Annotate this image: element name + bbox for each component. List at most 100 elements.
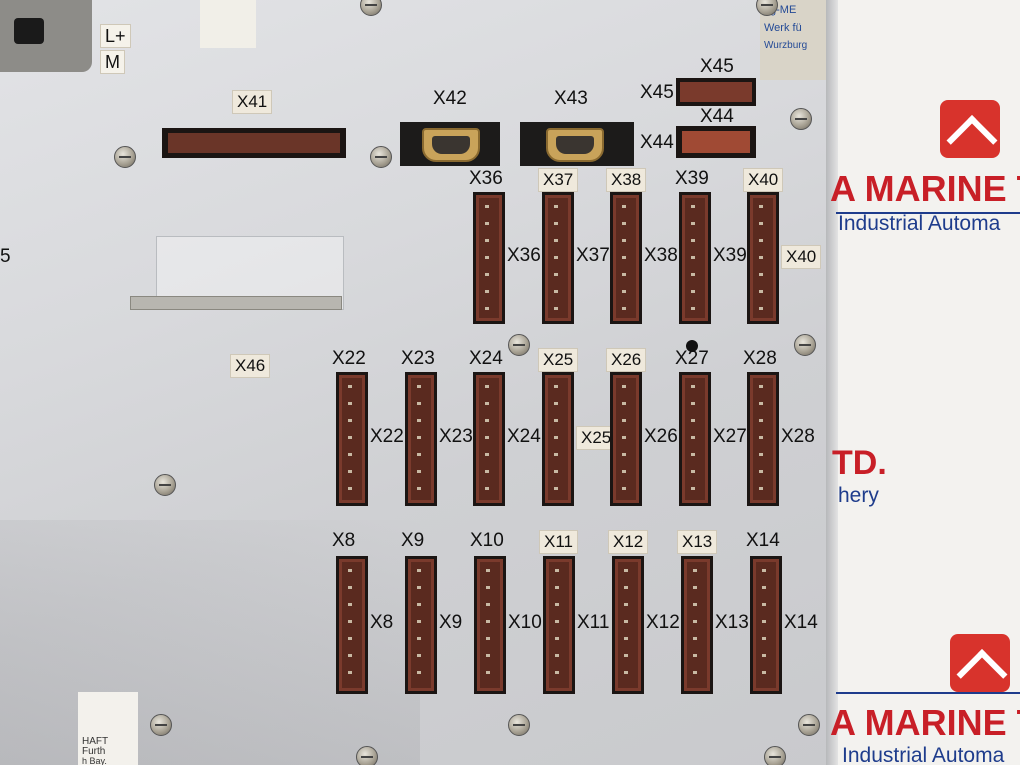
white-sticker [200, 0, 256, 48]
label-x38-side: X38 [644, 245, 678, 266]
watermark-rule-1 [836, 212, 1020, 214]
label-x37-top: X37 [538, 168, 579, 192]
label-x23-top: X23 [401, 348, 435, 369]
tag-line-2: Furth [82, 746, 106, 757]
connector-x41 [162, 128, 346, 158]
label-x28-side: X28 [781, 426, 815, 447]
screw [360, 0, 382, 16]
connector-x13 [681, 556, 713, 694]
watermark-logo-icon [940, 100, 1000, 158]
sticker-line-2: Werk fü [764, 22, 802, 34]
label-x45-top: X45 [700, 56, 734, 77]
label-x42: X42 [433, 88, 467, 109]
watermark-brand-3: A MARINE TEC [830, 702, 1020, 743]
watermark-sub-1: Industrial Automa [838, 212, 1001, 235]
label-x22-side: X22 [370, 426, 404, 447]
connector-x14 [750, 556, 782, 694]
label-sticker: g-ME Werk fü Wurzburg [760, 0, 826, 80]
connector-x27 [679, 372, 711, 506]
screw [356, 746, 378, 765]
tag-line-3: h Bay. [82, 756, 107, 765]
label-x46: X46 [230, 354, 271, 378]
dsub-x42 [400, 122, 500, 166]
label-x14-top: X14 [746, 530, 780, 551]
connector-x38 [610, 192, 642, 324]
connector-x25 [542, 372, 574, 506]
watermark-sub-3: Industrial Automa [842, 744, 1005, 765]
edge-digit: 5 [0, 246, 11, 267]
label-x10-top: X10 [470, 530, 504, 551]
connector-x36 [473, 192, 505, 324]
label-x13-side: X13 [715, 612, 749, 633]
connector-x45 [676, 78, 756, 106]
screw [764, 746, 786, 765]
label-x14-side: X14 [784, 612, 818, 633]
connector-x11 [543, 556, 575, 694]
label-x8-top: X8 [332, 530, 356, 551]
label-x9-top: X9 [401, 530, 425, 551]
label-x13-top: X13 [677, 530, 718, 554]
connector-x10 [474, 556, 506, 694]
screw [794, 334, 816, 356]
connector-x12 [612, 556, 644, 694]
connector-x24 [473, 372, 505, 506]
label-x27-side: X27 [713, 426, 747, 447]
connector-x22 [336, 372, 368, 506]
label-x25-side: X25 [576, 426, 617, 450]
connector-x9 [405, 556, 437, 694]
label-x8-side: X8 [370, 612, 394, 633]
label-x36-top: X36 [469, 168, 503, 189]
label-lplus: L+ [100, 24, 131, 48]
label-x25-top: X25 [538, 348, 579, 372]
screw [508, 334, 530, 356]
screw [154, 474, 176, 496]
label-x10-side: X10 [508, 612, 542, 633]
label-x40-side: X40 [781, 245, 822, 269]
label-x45-left: X45 [640, 82, 674, 103]
label-x38-top: X38 [606, 168, 647, 192]
label-x44-top: X44 [700, 106, 734, 127]
watermark-rule-3 [836, 692, 1020, 694]
screw [798, 714, 820, 736]
label-x41: X41 [232, 90, 273, 114]
label-x23-side: X23 [439, 426, 473, 447]
label-x11-side: X11 [577, 612, 610, 633]
sticker-line-3: Wurzburg [764, 40, 808, 51]
watermark-brand-2: TD. [832, 444, 887, 482]
screw [756, 0, 778, 16]
label-x40-top: X40 [743, 168, 784, 192]
bottom-tag: HAFT Furth h Bay. [78, 692, 138, 765]
connector-x37 [542, 192, 574, 324]
label-x39-side: X39 [713, 245, 747, 266]
tag-line-1: HAFT [82, 736, 109, 747]
label-x9-side: X9 [439, 612, 463, 633]
connector-x39 [679, 192, 711, 324]
dsub-x43 [520, 122, 634, 166]
watermark-logo-icon-2 [950, 634, 1010, 692]
connector-x28 [747, 372, 779, 506]
label-x44-left: X44 [640, 132, 674, 153]
label-x24-side: X24 [507, 426, 541, 447]
watermark-brand-1: A MARINE TEC [830, 168, 1020, 209]
power-connector [0, 0, 92, 72]
screw [114, 146, 136, 168]
connector-x40 [747, 192, 779, 324]
label-x22-top: X22 [332, 348, 366, 369]
screw [508, 714, 530, 736]
connector-x23 [405, 372, 437, 506]
label-x28-top: X28 [743, 348, 777, 369]
label-x11-top: X11 [539, 530, 578, 554]
screw [150, 714, 172, 736]
label-m: M [100, 50, 125, 74]
watermark-sub-2: hery [838, 484, 879, 507]
label-x43: X43 [554, 88, 588, 109]
label-x39-top: X39 [675, 168, 709, 189]
marker-dot [686, 340, 698, 352]
panel-edge [826, 0, 838, 765]
screw [790, 108, 812, 130]
screw [370, 146, 392, 168]
label-x36-side: X36 [507, 245, 541, 266]
connector-x8 [336, 556, 368, 694]
label-x12-top: X12 [608, 530, 649, 554]
